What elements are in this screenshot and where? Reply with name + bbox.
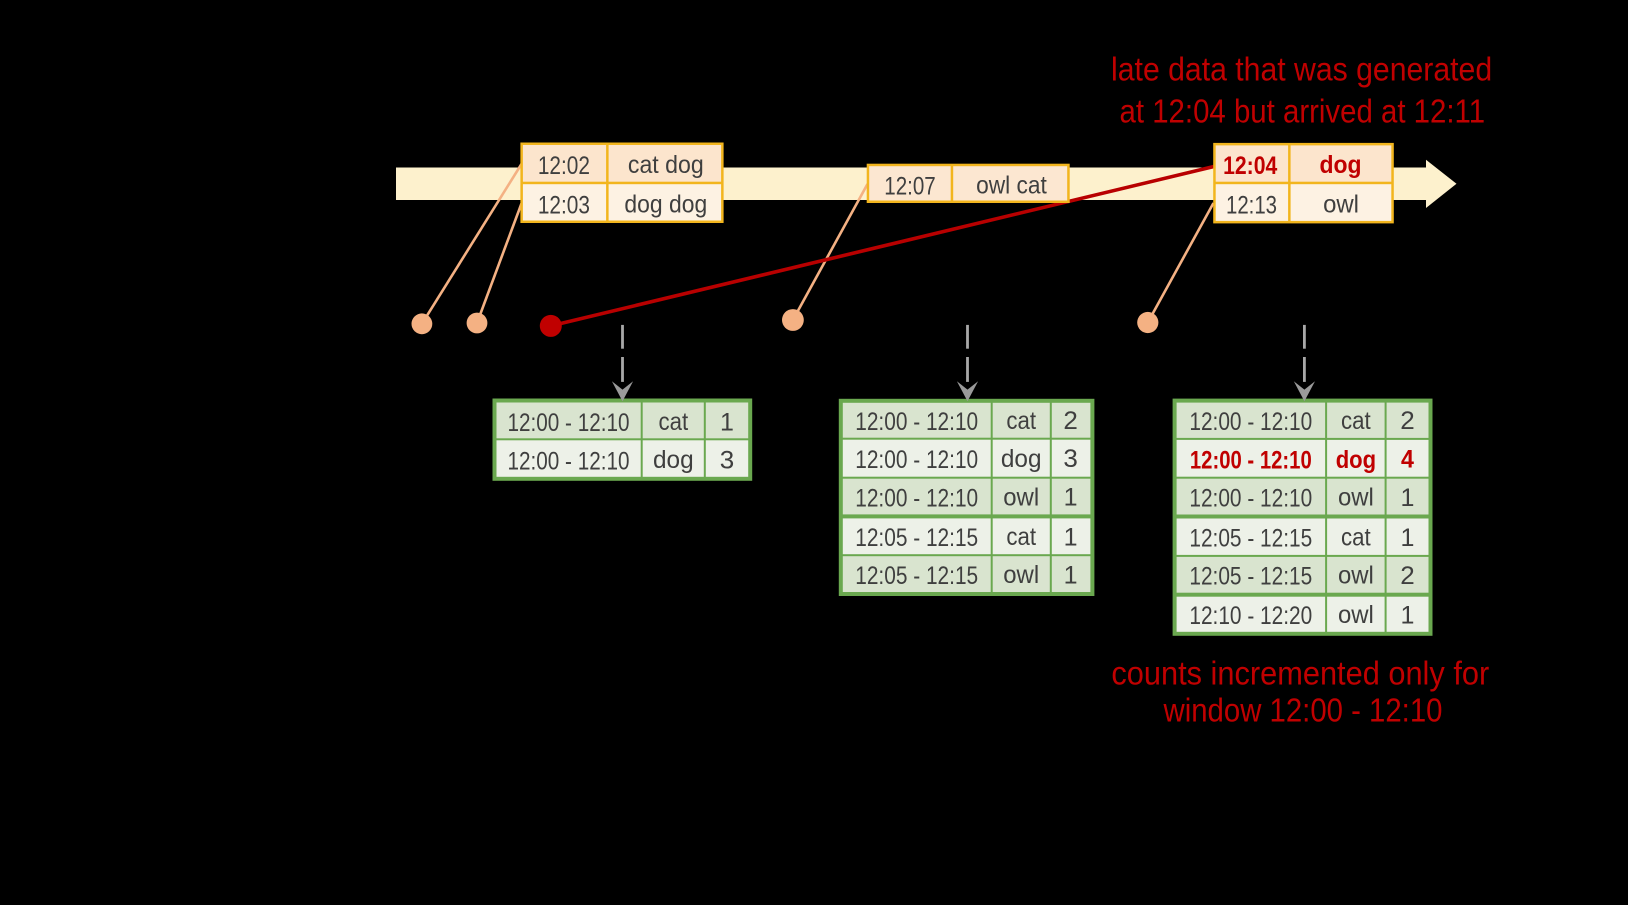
svg-text:12:02: 12:02 [538,151,590,179]
svg-text:2: 2 [1400,562,1414,589]
svg-text:at 12:04 but arrived at 12:11: at 12:04 but arrived at 12:11 [1120,93,1486,130]
svg-text:12:00 - 12:10: 12:00 - 12:10 [1189,407,1312,435]
svg-text:dog: dog [1319,151,1361,179]
svg-text:2: 2 [1063,408,1077,435]
svg-text:owl: owl [1338,602,1374,630]
svg-text:12:00 - 12:10: 12:00 - 12:10 [508,446,630,474]
svg-text:1: 1 [1401,601,1415,629]
svg-text:late data that was generated: late data that was generated [1111,50,1492,88]
svg-text:12:00 - 12:10: 12:00 - 12:10 [855,445,978,473]
svg-text:owl: owl [1003,562,1039,590]
svg-text:dog: dog [1336,446,1376,474]
svg-text:1: 1 [1401,484,1415,512]
svg-text:1: 1 [1064,561,1078,589]
svg-text:cat: cat [1341,524,1371,551]
svg-text:dog: dog [1001,446,1042,473]
svg-text:window 12:00 - 12:10: window 12:00 - 12:10 [1163,692,1443,729]
svg-text:12:07: 12:07 [884,172,935,200]
svg-text:1: 1 [1401,524,1415,552]
svg-text:4: 4 [1401,446,1414,474]
svg-text:12:00 - 12:10: 12:00 - 12:10 [1189,484,1312,512]
svg-text:2: 2 [1400,408,1414,435]
svg-text:12:03: 12:03 [538,190,590,218]
svg-text:cat: cat [1006,524,1036,551]
svg-text:12:05 - 12:15: 12:05 - 12:15 [855,561,978,589]
svg-text:3: 3 [720,447,734,474]
svg-text:cat: cat [658,409,688,436]
svg-text:dog: dog [653,447,694,474]
svg-text:dog dog: dog dog [624,191,707,219]
svg-text:owl: owl [1003,484,1039,512]
svg-text:12:00 - 12:10: 12:00 - 12:10 [508,408,630,436]
svg-text:cat: cat [1006,408,1036,435]
svg-text:counts incremented only for: counts incremented only for [1111,655,1489,692]
svg-text:12:04: 12:04 [1223,151,1277,179]
svg-text:cat: cat [1341,408,1371,435]
svg-text:owl: owl [1323,191,1359,219]
svg-text:12:05 - 12:15: 12:05 - 12:15 [855,523,978,551]
svg-text:1: 1 [1064,524,1078,552]
svg-text:12:00 - 12:10: 12:00 - 12:10 [855,484,978,512]
svg-text:owl cat: owl cat [976,172,1047,200]
svg-text:3: 3 [1063,446,1077,473]
svg-text:owl: owl [1338,562,1374,590]
svg-text:owl: owl [1338,484,1374,512]
svg-text:12:05 - 12:15: 12:05 - 12:15 [1189,524,1312,552]
svg-text:12:10 - 12:20: 12:10 - 12:20 [1189,601,1312,629]
svg-text:1: 1 [1064,484,1078,512]
svg-text:12:13: 12:13 [1226,190,1277,218]
svg-text:1: 1 [720,408,734,436]
svg-text:12:00 - 12:10: 12:00 - 12:10 [855,407,978,435]
svg-text:12:05 - 12:15: 12:05 - 12:15 [1189,562,1312,590]
svg-text:cat dog: cat dog [628,151,704,179]
svg-text:12:00 - 12:10: 12:00 - 12:10 [1190,445,1312,474]
